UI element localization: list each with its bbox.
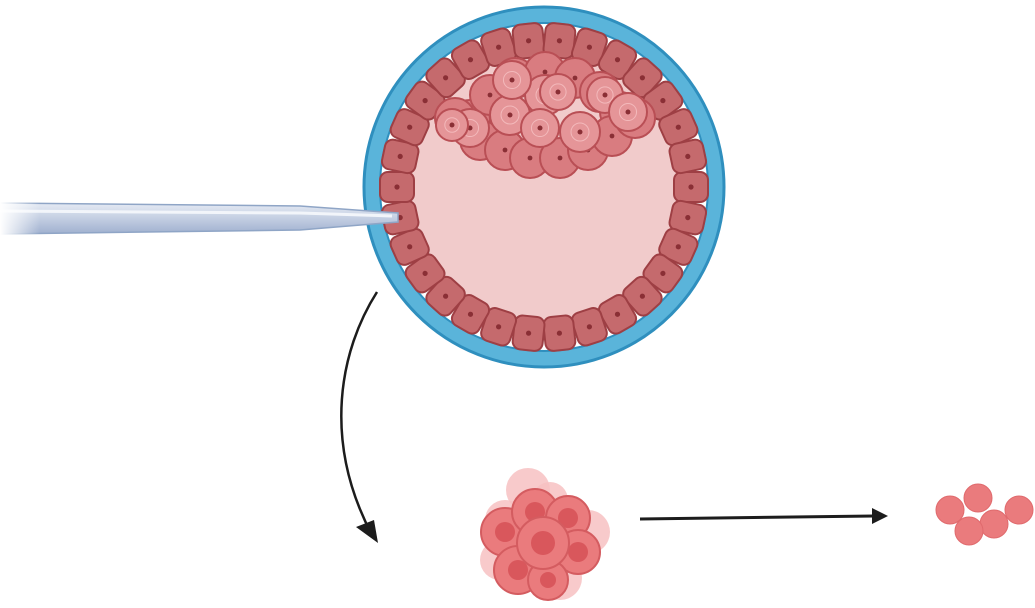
pipette-shaft bbox=[0, 203, 398, 234]
single-cell bbox=[955, 517, 983, 545]
colony-cell bbox=[517, 517, 569, 569]
icm-cell bbox=[436, 109, 468, 141]
stem-cell-colony-icon bbox=[480, 468, 610, 600]
horizontal-arrow-icon bbox=[640, 508, 888, 524]
pipette-fade bbox=[0, 198, 40, 240]
trophectoderm-cell bbox=[674, 172, 708, 202]
trophectoderm-cell bbox=[380, 172, 414, 202]
curved-arrow-head bbox=[356, 520, 378, 543]
icm-cell bbox=[609, 93, 647, 131]
single-cell bbox=[964, 484, 992, 512]
dissociated-cells-icon bbox=[936, 484, 1033, 545]
single-cell bbox=[1005, 496, 1033, 524]
icm-cell bbox=[493, 61, 531, 99]
trophectoderm-cell bbox=[668, 138, 707, 174]
single-cell bbox=[980, 510, 1008, 538]
blastocyst-icon bbox=[364, 7, 724, 367]
trophectoderm-cell bbox=[543, 315, 576, 352]
icm-cell bbox=[560, 112, 600, 152]
icm-cell bbox=[521, 109, 559, 147]
icm-cell bbox=[540, 74, 576, 110]
micropipette-icon bbox=[0, 198, 398, 240]
curved-arrow-icon bbox=[341, 292, 377, 535]
